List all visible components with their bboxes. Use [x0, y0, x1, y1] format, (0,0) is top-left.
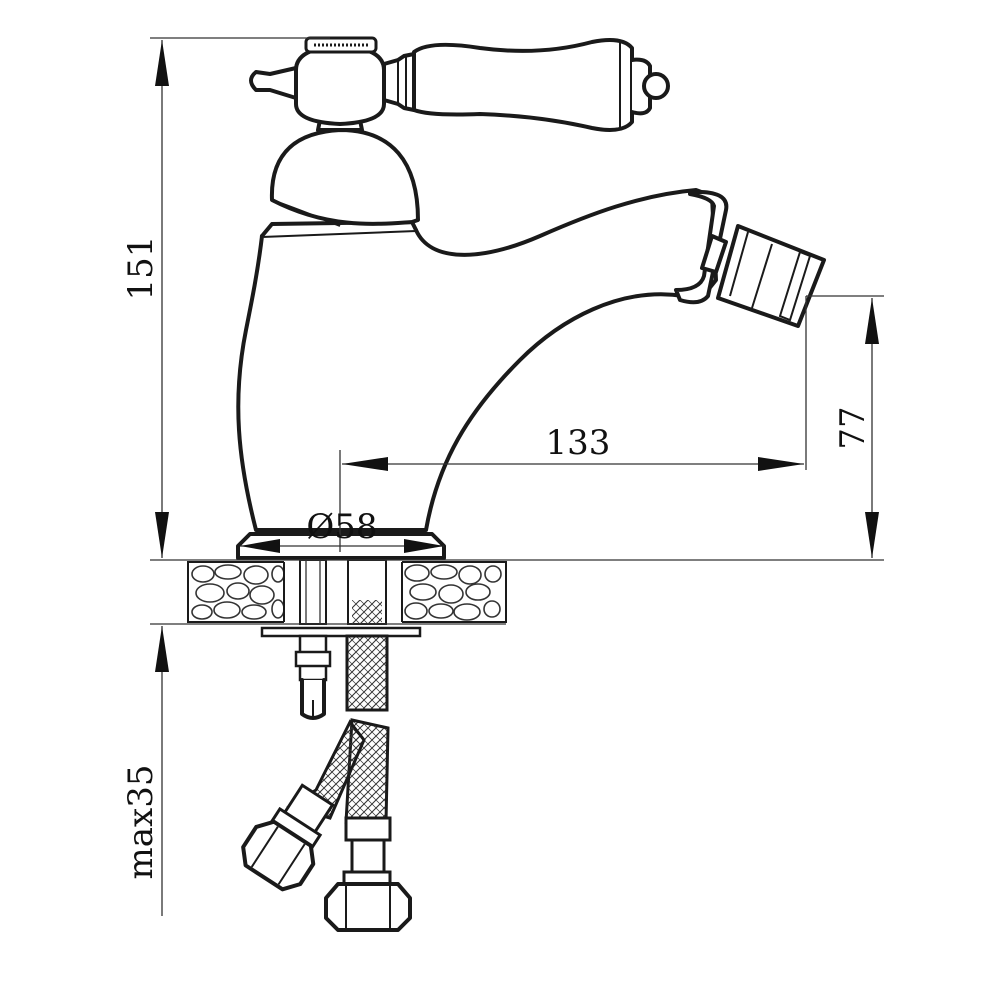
base-diameter-label: Ø58	[306, 507, 377, 547]
dimension-lines	[150, 37, 884, 916]
max-thickness-label: max35	[121, 765, 161, 880]
height-total-label: 151	[121, 236, 161, 301]
spout-reach-label: 133	[546, 423, 611, 463]
dimension-labels: 151 77 133 Ø58 max35	[121, 236, 873, 880]
stone-texture	[191, 564, 502, 621]
under-counter-assembly	[241, 626, 422, 932]
countertop-section	[187, 559, 507, 625]
spout-height-label: 77	[833, 406, 873, 449]
faucet-body	[236, 188, 826, 560]
aerator	[700, 224, 826, 328]
lever-assembly	[249, 36, 670, 227]
